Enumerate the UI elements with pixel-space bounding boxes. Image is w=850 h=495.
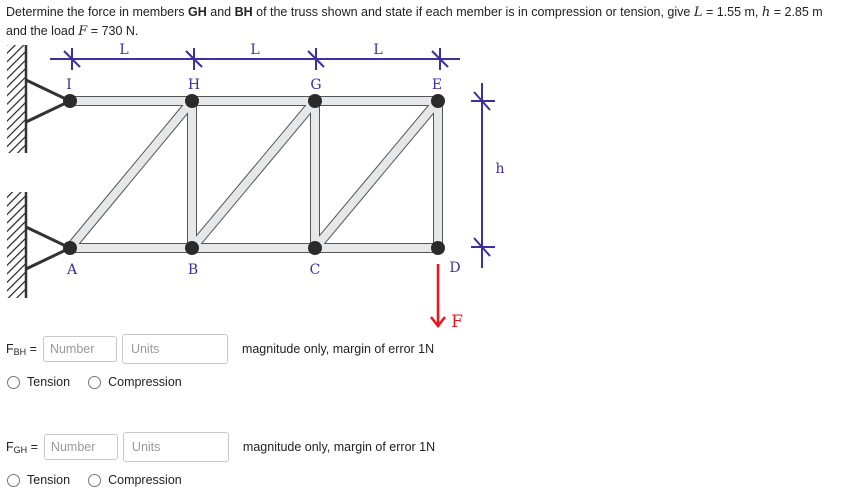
fbh-number-input[interactable] (42, 336, 117, 362)
load-arrow-icon (430, 264, 446, 329)
value-h: = 2.85 m and the load (6, 5, 823, 38)
fbh-hint: magnitude only, margin of error 1N (241, 342, 435, 356)
wall-support-bottom (7, 192, 71, 298)
node-label-i: I (66, 77, 72, 93)
radio-label: Tension (27, 375, 71, 389)
answer-row-fbh: FBH = magnitude only, margin of error 1N (6, 334, 434, 364)
radio-circle-icon[interactable] (88, 473, 102, 487)
node-label-d: D (449, 260, 460, 276)
label-main: F (6, 341, 14, 356)
fgh-label: FGH = (6, 440, 38, 455)
node-label-b: B (188, 262, 198, 278)
fgh-units-input[interactable] (122, 432, 229, 462)
question-part: and (206, 5, 235, 19)
var-f: F (78, 24, 88, 39)
fgh-hint: magnitude only, margin of error 1N (242, 440, 436, 454)
value-l: = 1.55 m, (702, 5, 762, 19)
node-label-g: G (310, 77, 321, 93)
truss-diagram: L L L I H G E A B C D h F (7, 42, 505, 332)
dimension-line-l (50, 48, 460, 70)
truss-joints (63, 94, 445, 255)
node-label-a: A (66, 262, 78, 278)
member-gh: GH (188, 5, 207, 19)
fbh-label: FBH = (6, 342, 37, 357)
fgh-tension-radio[interactable]: Tension (7, 473, 70, 487)
dim-label-h: h (495, 161, 504, 177)
fbh-units-input[interactable] (121, 334, 228, 364)
radio-circle-icon[interactable] (7, 473, 20, 487)
answer-row-fgh: FGH = magnitude only, margin of error 1N (6, 432, 435, 462)
question-part: of the truss shown and state if each mem… (252, 5, 694, 19)
radio-circle-icon[interactable] (7, 375, 20, 389)
label-main: F (6, 439, 14, 454)
fgh-radio-group: Tension Compression (7, 471, 200, 489)
fbh-compression-radio[interactable]: Compression (88, 375, 182, 389)
load-label-f: F (451, 312, 463, 332)
member-bh: BH (234, 5, 253, 19)
fgh-number-input[interactable] (43, 434, 118, 460)
node-label-h: H (188, 77, 200, 93)
radio-label: Compression (108, 375, 182, 389)
fbh-tension-radio[interactable]: Tension (7, 375, 70, 389)
truss-members (66, 96, 443, 253)
fbh-radio-group: Tension Compression (7, 373, 200, 391)
node-label-c: C (310, 262, 321, 278)
radio-label: Compression (108, 473, 182, 487)
value-f: = 730 N. (87, 24, 139, 38)
dim-label-l1: L (119, 42, 128, 58)
radio-circle-icon[interactable] (88, 375, 102, 389)
var-l: L (693, 5, 703, 20)
label-equals: = (26, 341, 37, 356)
var-h: h (761, 5, 771, 20)
wall-support-top (7, 45, 71, 153)
label-sub: BH (13, 346, 27, 357)
label-equals: = (27, 439, 38, 454)
node-label-e: E (432, 77, 442, 93)
question-part: Determine the force in members (6, 5, 189, 19)
dim-label-l2: L (250, 42, 259, 58)
label-sub: GH (13, 444, 28, 455)
radio-label: Tension (27, 473, 71, 487)
dim-label-l3: L (373, 42, 382, 58)
fgh-compression-radio[interactable]: Compression (88, 473, 182, 487)
question-text: Determine the force in members GH and BH… (6, 3, 846, 41)
dimension-line-h (471, 83, 495, 268)
